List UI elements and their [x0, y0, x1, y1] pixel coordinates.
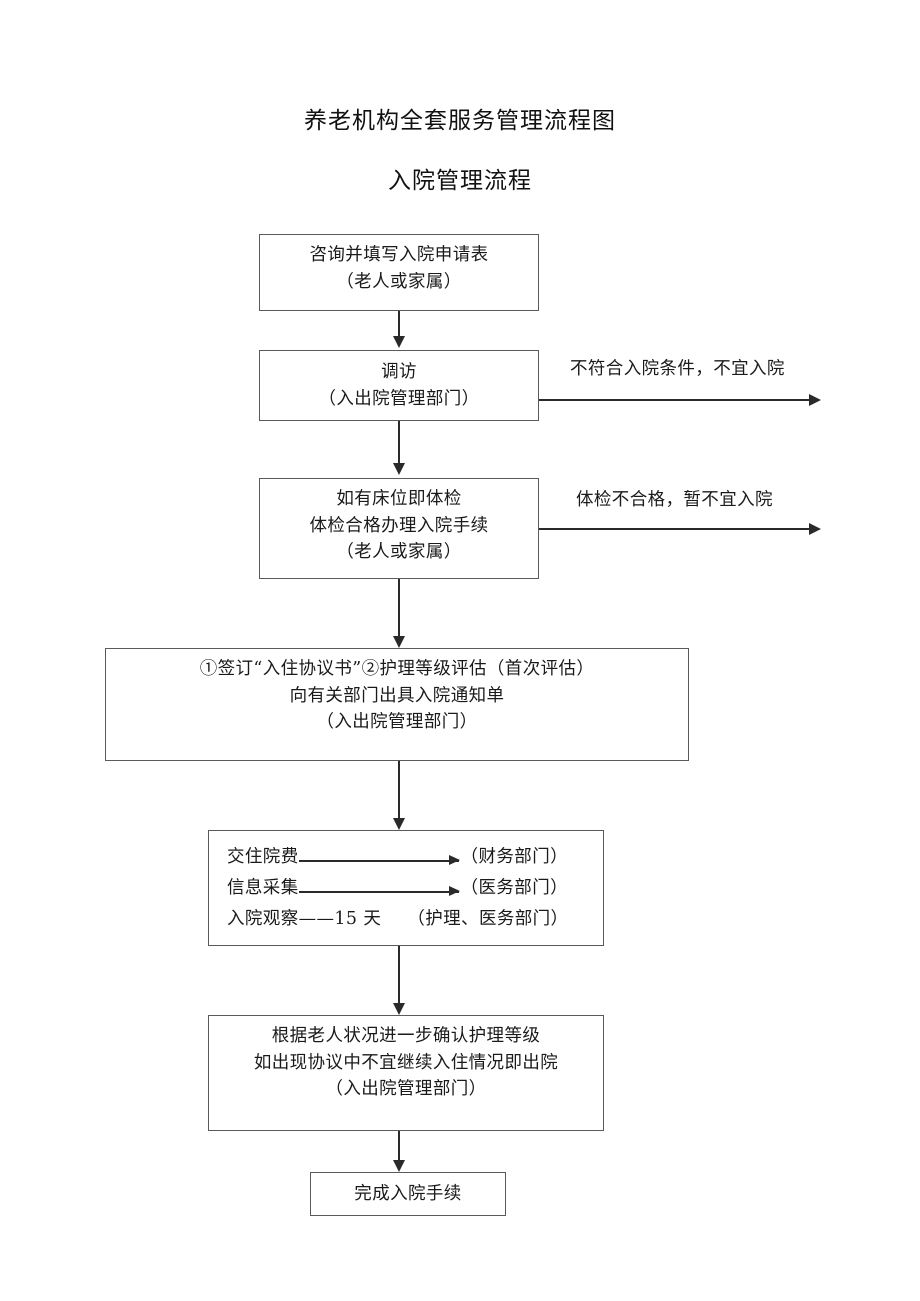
node-text: 如有床位即体检 体检合格办理入院手续 （老人或家属）: [260, 479, 538, 566]
node-line: （入出院管理部门）: [316, 712, 478, 733]
arrow-right-icon: [298, 886, 460, 897]
task-department: （财务部门）: [460, 847, 569, 868]
arrow-right-icon: [809, 522, 821, 535]
node-line: 向有关部门出具入院通知单: [289, 685, 505, 706]
node-line: 咨询并填写入院申请表: [309, 245, 489, 265]
flow-node-admission-complete[interactable]: 完成入院手续: [310, 1172, 506, 1216]
arrow-down-icon: [392, 818, 405, 830]
arrow-right-icon: [809, 393, 821, 406]
node-text: ①签订“入住协议书”②护理等级评估（首次评估） 向有关部门出具入院通知单 （入出…: [106, 649, 688, 736]
arrow-down-icon: [392, 463, 405, 475]
arrow-down-icon: [392, 1160, 405, 1172]
flow-node-confirm-care-level[interactable]: 根据老人状况进一步确认护理等级 如出现协议中不宜继续入住情况即出院 （入出院管理…: [208, 1015, 604, 1131]
page-subtitle: 入院管理流程: [388, 168, 532, 194]
arrow-down-icon: [392, 336, 405, 348]
node-line: （入出院管理部门）: [318, 388, 480, 409]
node-text: 交住院费 （财务部门） 信息采集 （医务部门） 入院观察——15 天 （护理、医…: [209, 831, 603, 935]
arrow-down-icon: [392, 636, 405, 648]
connector-survey-reject: [539, 399, 811, 402]
flow-node-agreement-and-assessment[interactable]: ①签订“入住协议书”②护理等级评估（首次评估） 向有关部门出具入院通知单 （入出…: [105, 648, 689, 761]
flow-node-admission-tasks[interactable]: 交住院费 （财务部门） 信息采集 （医务部门） 入院观察——15 天 （护理、医…: [208, 830, 604, 946]
flow-node-consult-application[interactable]: 咨询并填写入院申请表 （老人或家属）: [259, 234, 539, 311]
node-text: 根据老人状况进一步确认护理等级 如出现协议中不宜继续入住情况即出院 （入出院管理…: [209, 1016, 603, 1103]
edge-label-reject-survey: 不符合入院条件，不宜入院: [570, 359, 785, 379]
connector-exam-reject: [539, 528, 811, 531]
task-department: （护理、医务部门）: [407, 909, 569, 930]
node-line: 调访: [381, 361, 417, 382]
flow-node-physical-exam[interactable]: 如有床位即体检 体检合格办理入院手续 （老人或家属）: [259, 478, 539, 579]
node-text: 完成入院手续: [344, 1181, 471, 1208]
connector-1-to-2: [398, 311, 401, 338]
task-row: 信息采集 （医务部门）: [227, 873, 603, 904]
node-text: 调访 （入出院管理部门）: [308, 359, 489, 412]
flow-node-survey[interactable]: 调访 （入出院管理部门）: [259, 350, 539, 421]
task-label: 信息采集: [227, 878, 299, 899]
task-label: 交住院费: [227, 847, 299, 868]
node-line: （老人或家属）: [336, 271, 462, 292]
task-row: 入院观察——15 天 （护理、医务部门）: [227, 904, 603, 935]
connector-3-to-4: [398, 579, 401, 637]
node-text: 咨询并填写入院申请表 （老人或家属）: [260, 235, 538, 295]
node-line: 如出现协议中不宜继续入住情况即出院: [253, 1052, 559, 1073]
connector-2-to-3: [398, 421, 401, 464]
arrow-right-icon: [298, 855, 460, 866]
arrow-down-icon: [392, 1003, 405, 1015]
connector-4-to-5: [398, 761, 401, 819]
connector-6-to-7: [398, 1131, 401, 1161]
node-line: 如有床位即体检: [336, 489, 462, 509]
node-line: （入出院管理部门）: [325, 1079, 487, 1100]
node-line: 完成入院手续: [354, 1183, 462, 1204]
node-line: 根据老人状况进一步确认护理等级: [271, 1026, 541, 1046]
edge-label-reject-exam: 体检不合格，暂不宜入院: [576, 490, 773, 510]
node-line: ①签订“入住协议书”②护理等级评估（首次评估）: [199, 659, 595, 679]
connector-5-to-6: [398, 946, 401, 1004]
node-line: （老人或家属）: [336, 542, 462, 563]
node-line: 体检合格办理入院手续: [309, 515, 489, 536]
task-label: 入院观察——15 天: [227, 909, 382, 930]
page-title: 养老机构全套服务管理流程图: [304, 108, 616, 134]
task-row: 交住院费 （财务部门）: [227, 842, 603, 873]
task-department: （医务部门）: [460, 878, 569, 899]
